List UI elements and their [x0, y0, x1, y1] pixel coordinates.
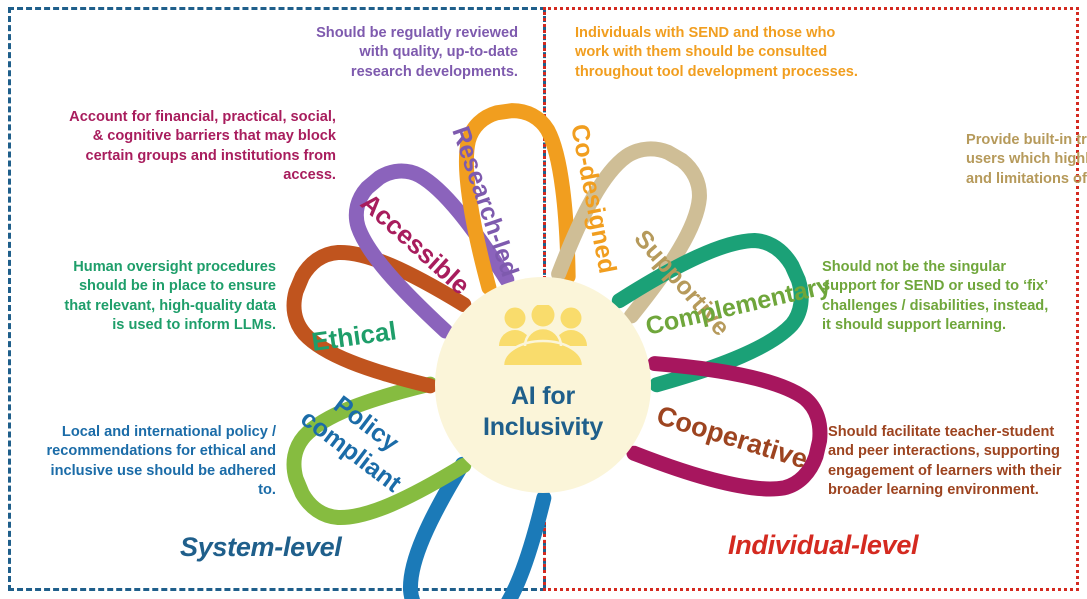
annotation-research-led: Should be regulatly reviewed with qualit… [316, 25, 518, 80]
hub-title: AI for Inclusivity [482, 382, 604, 441]
annotation-accessible: Account for financial, practical, social… [69, 109, 336, 184]
annotation-policy-compliant: Local and international policy / recomme… [46, 424, 277, 499]
annotation-complementary: Should not be the singular support for S… [822, 259, 1049, 334]
petal-label-ethical: Ethical [310, 315, 399, 357]
petal-research-led[interactable] [337, 153, 515, 339]
annotation-cooperative: Should facilitate teacher-student and pe… [828, 424, 1062, 499]
petal-complementary[interactable] [611, 223, 817, 393]
hub-circle[interactable]: AI for Inclusivity [435, 277, 651, 493]
individual-level-caption: Individual-level [728, 530, 919, 560]
annotation-ethical: Human oversight procedures should be in … [64, 259, 276, 334]
petal-cooperative[interactable] [626, 356, 830, 502]
annotation-co-designed: Individuals with SEND and those who work… [575, 25, 858, 80]
petal-supportive[interactable] [551, 131, 718, 324]
system-level-caption: System-level [180, 532, 342, 562]
petal-policy-compliant[interactable] [394, 456, 552, 599]
annotation-supportive: Provide built-in training features for u… [966, 132, 1087, 187]
group-of-people-icon [499, 305, 587, 366]
petal-ethical[interactable] [279, 376, 472, 535]
petal-co-designed[interactable] [458, 103, 576, 296]
